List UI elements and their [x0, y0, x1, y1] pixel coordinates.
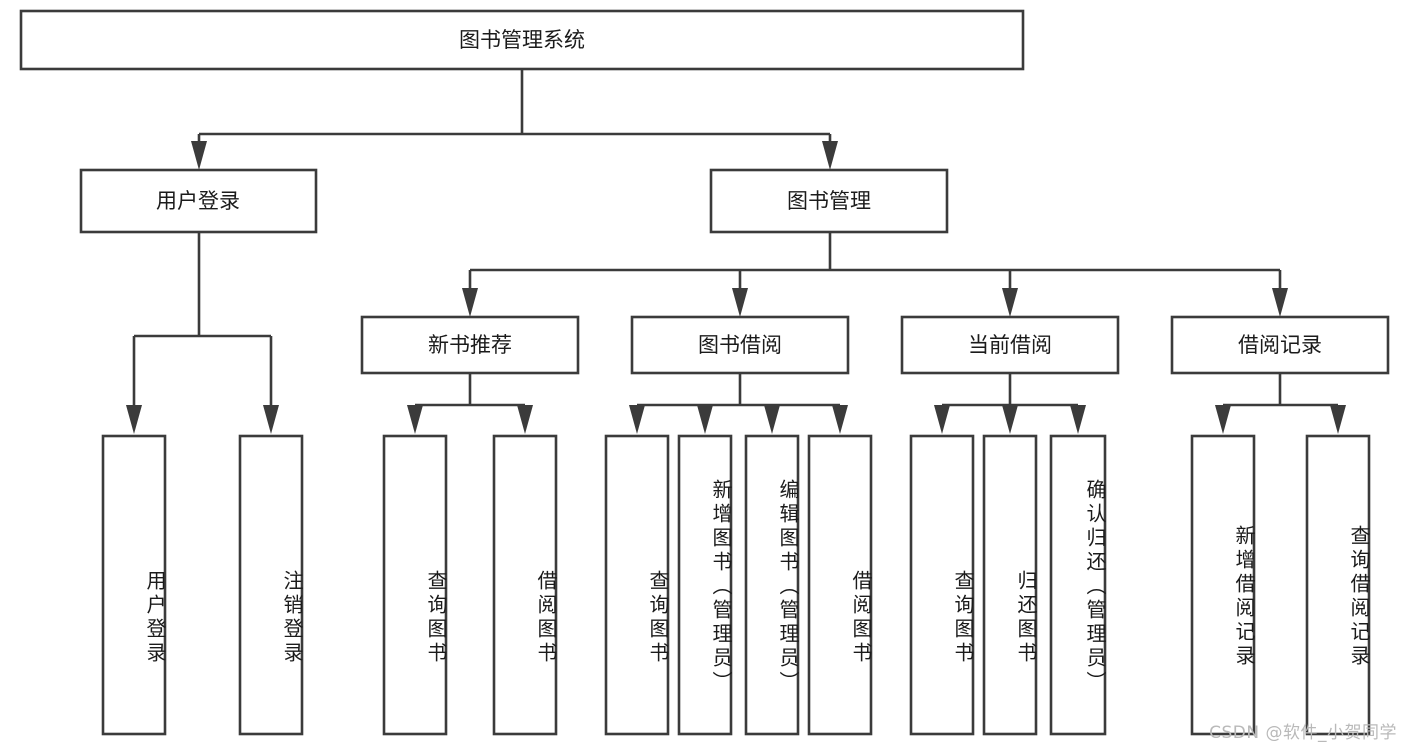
- arrow-leaf-user-login: [126, 405, 142, 434]
- arrow-book-borrow: [732, 288, 748, 317]
- leaf-add-record-box[interactable]: [1190, 434, 1256, 736]
- arrow-leaf-add-book: [697, 405, 713, 434]
- node-book-borrow-label: 图书借阅: [698, 333, 782, 357]
- arrow-leaf-edit-book: [764, 405, 780, 434]
- arrow-leaf-query-book-3: [934, 405, 950, 434]
- arrow-leaf-borrow-book-1: [517, 405, 533, 434]
- arrow-leaf-user-logout: [263, 405, 279, 434]
- node-current-borrow-box[interactable]: [900, 315, 1120, 375]
- leaf-borrow-book-2-box[interactable]: [807, 434, 873, 736]
- arrow-leaf-confirm-return: [1070, 405, 1086, 434]
- leaf-query-record-box[interactable]: [1305, 434, 1371, 736]
- arrow-book-manage: [822, 141, 838, 170]
- node-book-manage-label: 图书管理: [787, 189, 871, 213]
- arrow-current-borrow: [1002, 288, 1018, 317]
- arrow-leaf-query-record: [1330, 405, 1346, 434]
- arrow-leaf-return-book: [1002, 405, 1018, 434]
- leaf-box-group: [101, 434, 1371, 736]
- node-book-manage[interactable]: 图书管理: [709, 168, 949, 234]
- arrow-leaf-query-book-1: [407, 405, 423, 434]
- node-user-login[interactable]: 用户登录: [79, 168, 318, 234]
- arrow-borrow-record: [1272, 288, 1288, 317]
- node-current-borrow-label: 当前借阅: [968, 333, 1052, 357]
- node-borrow-record[interactable]: 借阅记录: [1170, 315, 1390, 375]
- leaf-confirm-return-box[interactable]: [1049, 434, 1107, 736]
- leaf-query-book-2-box[interactable]: [604, 434, 670, 736]
- leaf-query-book-3-box[interactable]: [909, 434, 975, 736]
- node-book-borrow-box[interactable]: [630, 315, 850, 375]
- node-new-book-recommend-box[interactable]: [360, 315, 580, 375]
- node-borrow-record-box[interactable]: [1170, 315, 1390, 375]
- node-new-book-recommend[interactable]: 新书推荐: [360, 315, 580, 375]
- node-current-borrow[interactable]: 当前借阅: [900, 315, 1120, 375]
- node-book-manage-box[interactable]: [709, 168, 949, 234]
- node-root-box[interactable]: [19, 9, 1025, 71]
- leaf-query-book-1-box[interactable]: [382, 434, 448, 736]
- connector-group: [126, 70, 1346, 434]
- arrow-new-book-recommend: [462, 288, 478, 317]
- node-new-book-recommend-label: 新书推荐: [428, 333, 512, 357]
- leaf-user-login-box[interactable]: [101, 434, 167, 736]
- arrow-user-login: [191, 141, 207, 170]
- leaf-user-logout-box[interactable]: [238, 434, 304, 736]
- csdn-watermark: CSDN @软件_小贺同学: [1209, 723, 1397, 743]
- node-borrow-record-label: 借阅记录: [1238, 333, 1322, 357]
- node-user-login-label: 用户登录: [156, 189, 240, 213]
- arrow-leaf-add-record: [1215, 405, 1231, 434]
- node-book-borrow[interactable]: 图书借阅: [630, 315, 850, 375]
- arrow-leaf-borrow-book-2: [832, 405, 848, 434]
- leaf-add-book-box[interactable]: [677, 434, 733, 736]
- leaf-borrow-book-1-box[interactable]: [492, 434, 558, 736]
- leaf-return-book-box[interactable]: [982, 434, 1038, 736]
- leaf-edit-book-box[interactable]: [744, 434, 800, 736]
- arrow-leaf-query-book-2: [629, 405, 645, 434]
- node-root-label: 图书管理系统: [459, 28, 585, 52]
- node-root[interactable]: 图书管理系统: [19, 9, 1025, 71]
- node-user-login-box[interactable]: [79, 168, 318, 234]
